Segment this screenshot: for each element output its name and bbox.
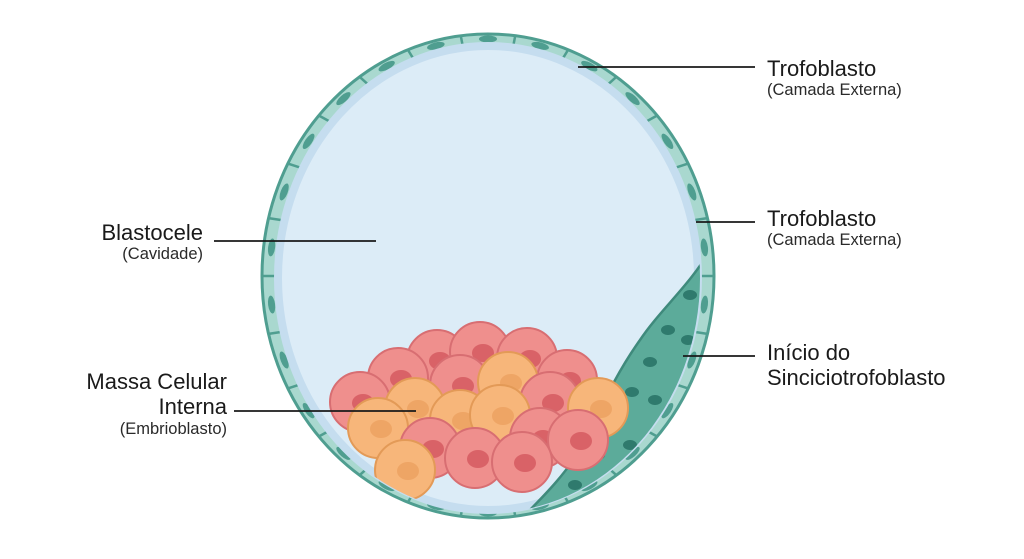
syncytio-nucleus xyxy=(683,290,697,300)
label-blastocele-title: Blastocele xyxy=(101,220,203,245)
embryoblast-nucleus xyxy=(452,412,474,430)
label-icm-line1: Massa Celular xyxy=(86,369,227,394)
trophoblast-nucleus xyxy=(336,446,351,460)
trophoblast-nucleus xyxy=(479,35,497,43)
trophoblast-nucleus xyxy=(661,133,674,150)
label-trophoblast-top: Trofoblasto (Camada Externa) xyxy=(767,56,902,100)
trophoblast-nucleus xyxy=(302,133,315,150)
syncytio-nucleus xyxy=(643,357,657,367)
trophoblast-nucleus xyxy=(378,60,395,72)
trophoblast-nucleus xyxy=(531,41,549,50)
label-syncytio: Início do Sinciciotrofoblasto xyxy=(767,340,946,391)
syncytio-nucleus xyxy=(681,335,695,345)
label-syncytio-line2: Sinciciotrofoblasto xyxy=(767,365,946,391)
syncytio-nucleus xyxy=(623,440,637,450)
embryoblast-nucleus xyxy=(542,394,564,412)
embryoblast-nucleus xyxy=(397,462,419,480)
syncytio-nucleus xyxy=(661,325,675,335)
trophoblast-nucleus xyxy=(267,295,276,314)
label-trophoblast-mid-title: Trofoblasto xyxy=(767,206,877,231)
label-trophoblast-mid-subtitle: (Camada Externa) xyxy=(767,231,902,250)
trophoblast-nucleus xyxy=(279,351,289,369)
trophoblast-nucleus xyxy=(687,183,697,201)
embryoblast-nucleus xyxy=(570,432,592,450)
embryoblast-nucleus xyxy=(492,407,514,425)
label-icm-subtitle: (Embrioblasto) xyxy=(119,419,227,438)
embryoblast-nucleus xyxy=(514,454,536,472)
embryoblast-nucleus xyxy=(467,450,489,468)
trophoblast-nucleus xyxy=(625,446,640,460)
label-syncytio-line1: Início do xyxy=(767,340,851,365)
trophoblast-nucleus xyxy=(267,238,276,257)
trophoblast-nucleus xyxy=(700,238,709,257)
trophoblast-nucleus xyxy=(661,402,674,419)
label-icm: Massa Celular Interna (Embrioblasto) xyxy=(86,369,227,439)
label-trophoblast-top-subtitle: (Camada Externa) xyxy=(767,81,902,100)
embryoblast-nucleus xyxy=(472,344,494,362)
embryoblast-nucleus xyxy=(590,400,612,418)
syncytio-nucleus xyxy=(625,387,639,397)
label-trophoblast-mid: Trofoblasto (Camada Externa) xyxy=(767,206,902,250)
trophoblast-nucleus xyxy=(625,92,640,106)
inner-cell-mass xyxy=(329,321,629,501)
label-blastocele: Blastocele (Cavidade) xyxy=(101,220,203,264)
embryoblast-nucleus xyxy=(370,420,392,438)
trophoblast-nucleus xyxy=(336,92,351,106)
label-icm-line2: Interna xyxy=(158,394,228,420)
trophoblast-nucleus xyxy=(279,183,289,201)
embryoblast-nucleus xyxy=(407,400,429,418)
syncytio-nucleus xyxy=(648,395,662,405)
label-blastocele-subtitle: (Cavidade) xyxy=(122,245,203,264)
syncytio-nucleus xyxy=(568,480,582,490)
trophoblast-nucleus xyxy=(427,41,445,50)
trophoblast-nucleus xyxy=(700,295,709,314)
label-trophoblast-top-title: Trofoblasto xyxy=(767,56,877,81)
